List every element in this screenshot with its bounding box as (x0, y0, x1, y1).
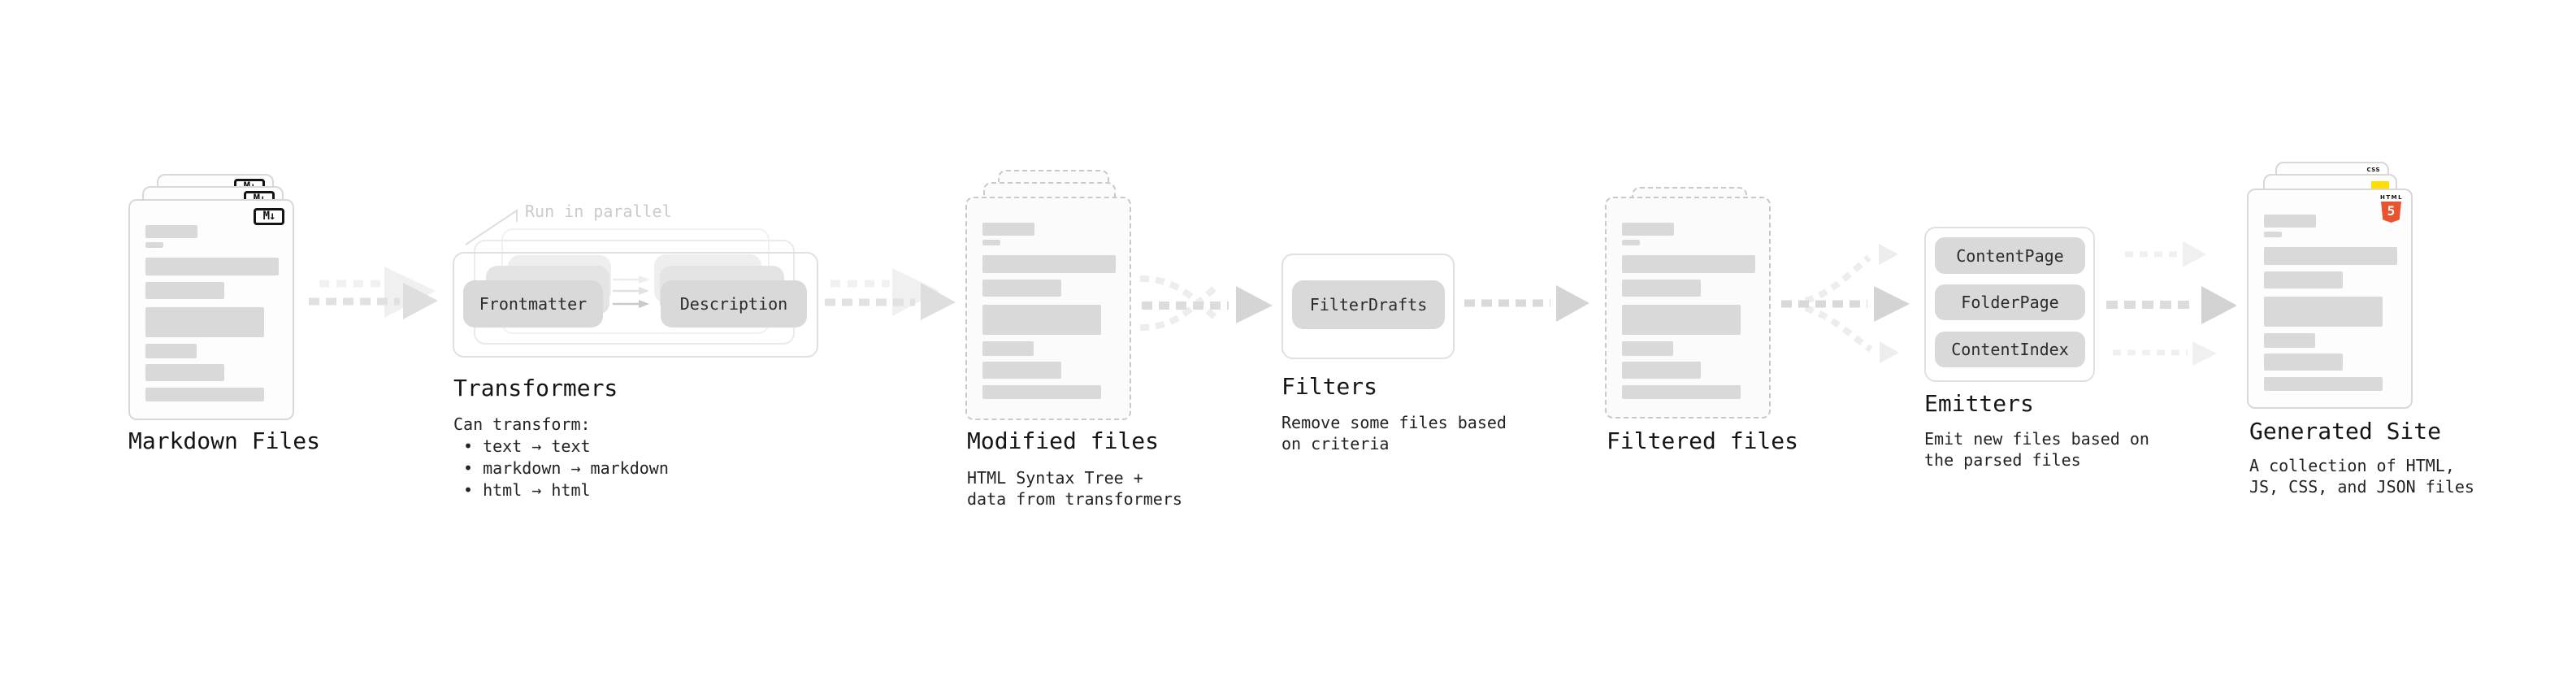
doc-text-bar (982, 385, 1101, 399)
modified-files-caption: data from transformers (967, 489, 1182, 509)
arrow-filtered-to-emitters-fanout (1781, 244, 1910, 363)
emitters-title: Emitters (1924, 390, 2034, 417)
doc-text-placeholder-bars (130, 201, 293, 419)
html5-icon-word: HTML (2380, 194, 2404, 201)
transformers-title: Transformers (453, 375, 618, 401)
doc-text-bar (2264, 333, 2315, 348)
doc-text-bar (145, 364, 224, 381)
doc-text-bar (2264, 271, 2343, 288)
doc-text-bar (1622, 385, 1741, 399)
doc-text-bar (2264, 215, 2316, 228)
doc-text-bar (982, 240, 1000, 245)
doc-text-bar (145, 307, 264, 337)
modified-file-card-front (965, 197, 1131, 420)
doc-text-bar (145, 282, 224, 299)
doc-text-bar (145, 388, 264, 401)
description-pill: Description (661, 280, 807, 327)
doc-text-bar (1622, 305, 1741, 335)
filters-title: Filters (1281, 373, 1378, 400)
arrow-modified-to-filters-merge (1139, 275, 1273, 331)
doc-text-bar (1622, 240, 1640, 245)
doc-text-bar (1622, 255, 1755, 273)
doc-text-bar (1622, 280, 1701, 297)
arrow-emitters-to-site (2106, 241, 2237, 366)
filtered-files-title: Filtered files (1607, 427, 1799, 454)
site-file-card-html: HTML 5 (2247, 189, 2413, 409)
emitters-box (1924, 227, 2095, 382)
transformers-bullet: • html → html (463, 480, 591, 500)
doc-text-placeholder-bars (1607, 198, 1769, 417)
transformers-caption-heading: Can transform: (453, 414, 591, 434)
frontmatter-pill: Frontmatter (463, 280, 603, 327)
run-in-parallel-annotation: Run in parallel (525, 202, 672, 221)
doc-text-bar (2264, 354, 2343, 371)
generated-site-caption: A collection of HTML, (2249, 456, 2455, 475)
doc-text-bar (145, 242, 163, 248)
filters-box (1281, 254, 1455, 359)
arrow-filters-to-filtered (1464, 285, 1589, 322)
doc-text-bar (1622, 341, 1673, 356)
filters-caption: on criteria (1281, 434, 1390, 453)
markdown-files-title: Markdown Files (128, 427, 321, 454)
contentindex-pill: ContentIndex (1935, 332, 2085, 367)
contentpage-pill: ContentPage (1935, 237, 2085, 274)
doc-text-bar (1622, 362, 1701, 379)
generated-site-caption: JS, CSS, and JSON files (2249, 477, 2474, 497)
modified-files-title: Modified files (967, 427, 1160, 454)
doc-text-placeholder-bars (967, 198, 1130, 419)
generated-site-title: Generated Site (2249, 418, 2442, 445)
markdown-icon: M↓ (254, 208, 284, 225)
arrow-transformers-to-modified (825, 268, 956, 320)
doc-text-bar (982, 362, 1061, 379)
emitters-caption: the parsed files (1924, 450, 2081, 470)
doc-text-bar (2264, 247, 2397, 265)
doc-text-placeholder-bars (2249, 190, 2411, 407)
doc-text-bar (982, 305, 1101, 335)
transformers-bullet: • markdown → markdown (463, 458, 669, 478)
transformer-box-front (453, 252, 818, 358)
doc-text-bar (2264, 297, 2383, 327)
doc-text-bar (1622, 223, 1674, 236)
doc-text-bar (982, 255, 1116, 273)
doc-text-bar (982, 223, 1034, 236)
html5-icon: HTML 5 (2380, 194, 2402, 223)
doc-text-bar (982, 341, 1034, 356)
doc-text-bar (145, 225, 197, 238)
doc-text-bar (145, 344, 197, 358)
filtered-file-card-front (1605, 197, 1771, 419)
emitters-caption: Emit new files based on (1924, 429, 2149, 449)
filters-caption: Remove some files based (1281, 413, 1507, 432)
markdown-file-card-front: M↓ (128, 199, 294, 420)
modified-files-caption: HTML Syntax Tree + (967, 468, 1143, 488)
transformers-bullet: • text → text (463, 436, 591, 456)
doc-text-bar (2264, 232, 2282, 237)
doc-text-bar (2264, 377, 2383, 391)
doc-text-bar (145, 258, 279, 275)
filterdrafts-pill: FilterDrafts (1292, 280, 1445, 329)
arrow-markdown-to-transformers (309, 267, 438, 319)
html5-icon-shield: 5 (2381, 202, 2401, 223)
folderpage-pill: FolderPage (1935, 284, 2085, 320)
doc-text-bar (982, 280, 1061, 297)
